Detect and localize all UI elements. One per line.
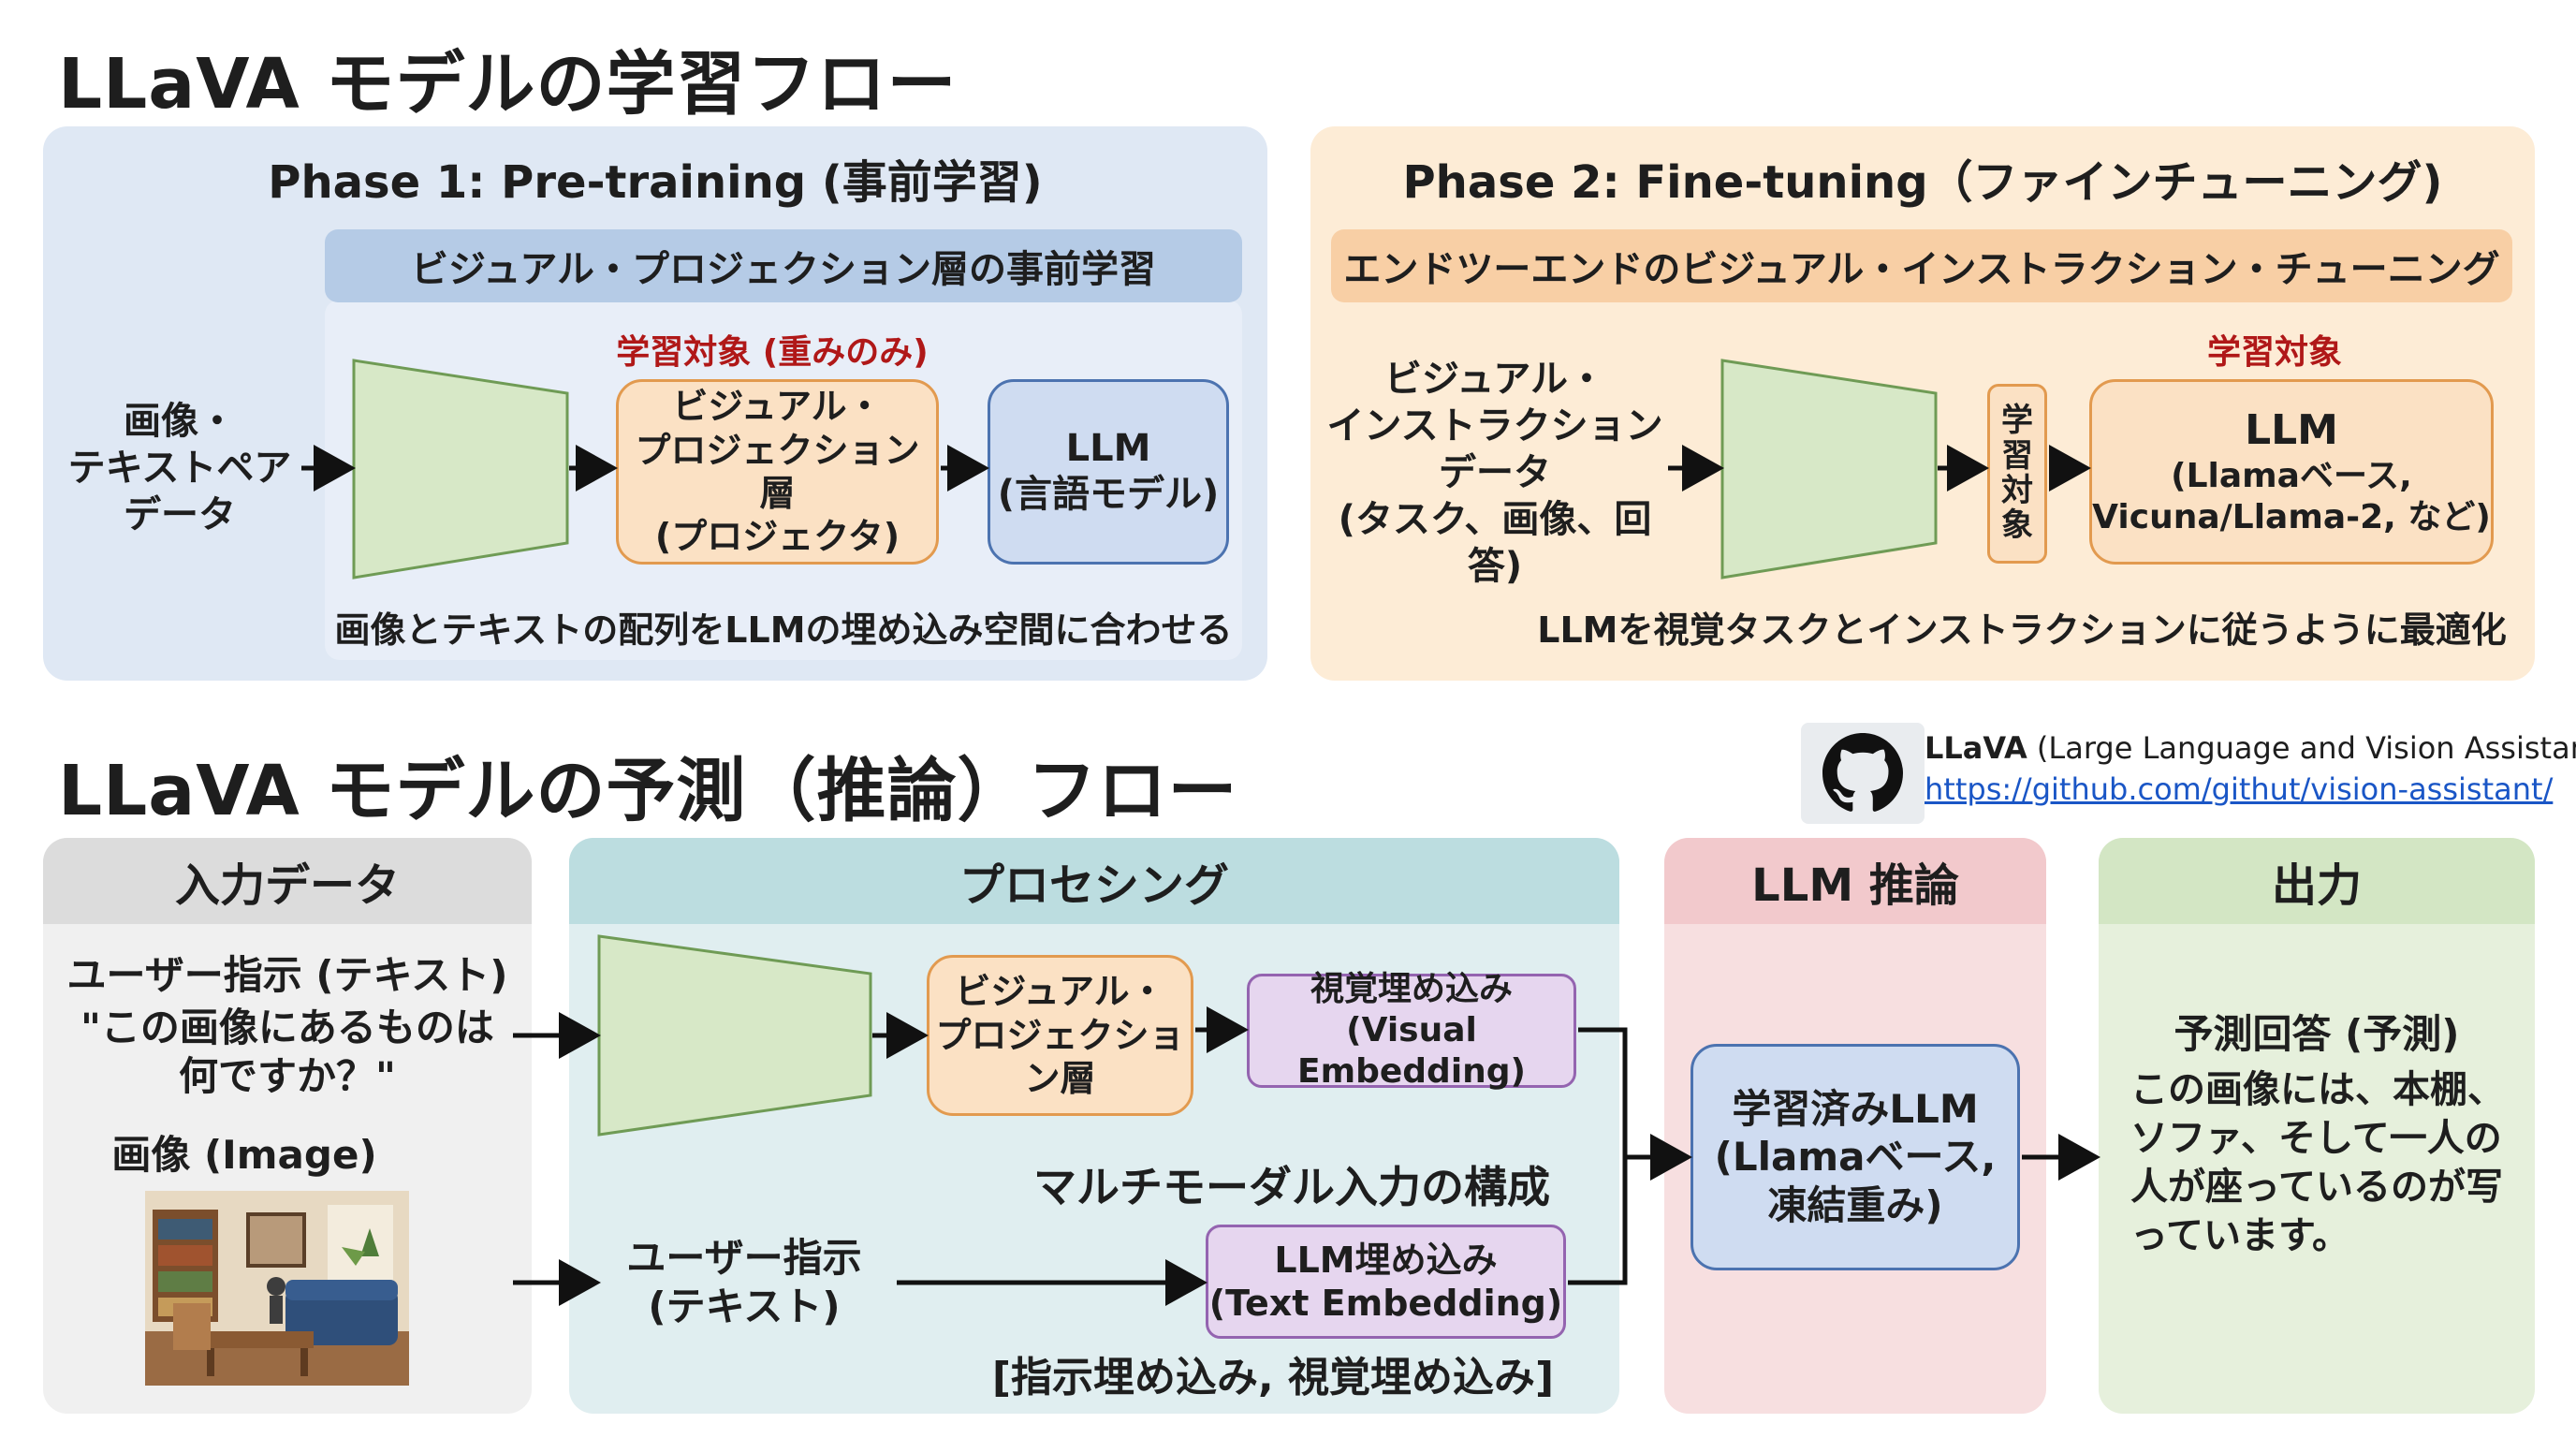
phase1-title: Phase 1: Pre-training (事前学習) [268, 156, 1043, 209]
phase1-projector: ビジュアル・ プロジェクション層 (プロジェクタ) [616, 379, 939, 565]
phase2-caption: LLMを視覚タスクとインストラクションに従うように最適化 [1537, 609, 2507, 651]
inference-user-instruction: ユーザー指示 (テキスト) [626, 1234, 862, 1330]
user-instruction-text: "この画像にあるものは 何ですか？" [80, 1004, 494, 1100]
phase1-caption: 画像とテキストの配列をLLMの埋め込み空間に合わせる [334, 609, 1233, 651]
visual-embedding: 視覚埋め込み (Visual Embedding) [1247, 970, 1576, 1091]
phase2-input-data: ビジュアル・ インストラクション データ (タスク、画像、回答) [1326, 358, 1663, 588]
github-link[interactable]: https://github.com/githut/vision-assista… [1925, 771, 2554, 807]
text-embedding: LLM埋め込み (Text Embedding) [1206, 1225, 1566, 1339]
pretrained-llm: 学習済みLLM (Llamaベース, 凍結重み) [1690, 1044, 2020, 1270]
inference-encoder-label: 画像エンコーダ (CLIP) [605, 990, 855, 1078]
phase2-title: Phase 2: Fine-tuning（ファインチューニング) [1402, 156, 2443, 209]
living-room-illustration [145, 1191, 409, 1386]
input-column-header: 入力データ [43, 838, 532, 924]
phase2-llm-title: LLM [2245, 406, 2338, 455]
phase1-target-label: 学習対象 (重みのみ) [616, 333, 929, 372]
phase1-banner: ビジュアル・プロジェクション層の事前学習 [325, 229, 1242, 302]
phase2-image-encoder-label: 画像 エンコーダ [1735, 423, 1923, 513]
inference-projector: ビジュアル・ プロジェクショ ン層 [927, 955, 1193, 1116]
user-instruction-title: ユーザー指示 (テキスト) [66, 951, 508, 998]
processing-column-header: プロセシング [569, 838, 1619, 924]
output-column: 出力 [2099, 838, 2535, 1414]
predicted-answer-title: 予測回答 (予測) [2174, 1010, 2460, 1057]
image-label: 画像 (Image) [111, 1131, 377, 1178]
github-project-name: LLaVA (Large Language and Vision Assista… [1925, 730, 2576, 766]
living-room-image [145, 1191, 409, 1386]
phase1-llm: LLM (言語モデル) [988, 379, 1229, 565]
phase1-input-data: 画像・ テキストペア データ [67, 400, 292, 536]
github-logo [1801, 723, 1925, 824]
phase2-llm: LLM (Llamaベース, Vicuna/Llama-2, など) [2089, 379, 2494, 565]
training-flow-title: LLaVA モデルの学習フロー [58, 44, 958, 125]
github-icon [1822, 733, 1903, 812]
input-column: 入力データ [43, 838, 532, 1414]
inference-flow-title: LLaVA モデルの予測（推論）フロー [58, 751, 1238, 831]
llm-column-header: LLM 推論 [1664, 838, 2046, 924]
multimodal-input-label: マルチモーダル入力の構成 [1033, 1162, 1550, 1212]
embedding-sequence: [指示埋め込み, 視覚埋め込み] [991, 1354, 1555, 1401]
phase1-image-encoder-label: 画像 エンコーダ (CLIP) [371, 404, 549, 533]
phase2-llm-sub: (Llamaベース, Vicuna/Llama-2, など) [2092, 456, 2491, 536]
predicted-answer-text: この画像には、本棚、 ソファ、そして一人の 人が座っているのが写 っています。 [2130, 1068, 2505, 1257]
phase2-target-label: 学習対象 [2206, 333, 2342, 372]
phase2-projector: 学 習 対 象 [1987, 384, 2047, 564]
phase2-banner: エンドツーエンドのビジュアル・インストラクション・チューニング [1331, 229, 2512, 302]
output-column-header: 出力 [2099, 838, 2535, 924]
